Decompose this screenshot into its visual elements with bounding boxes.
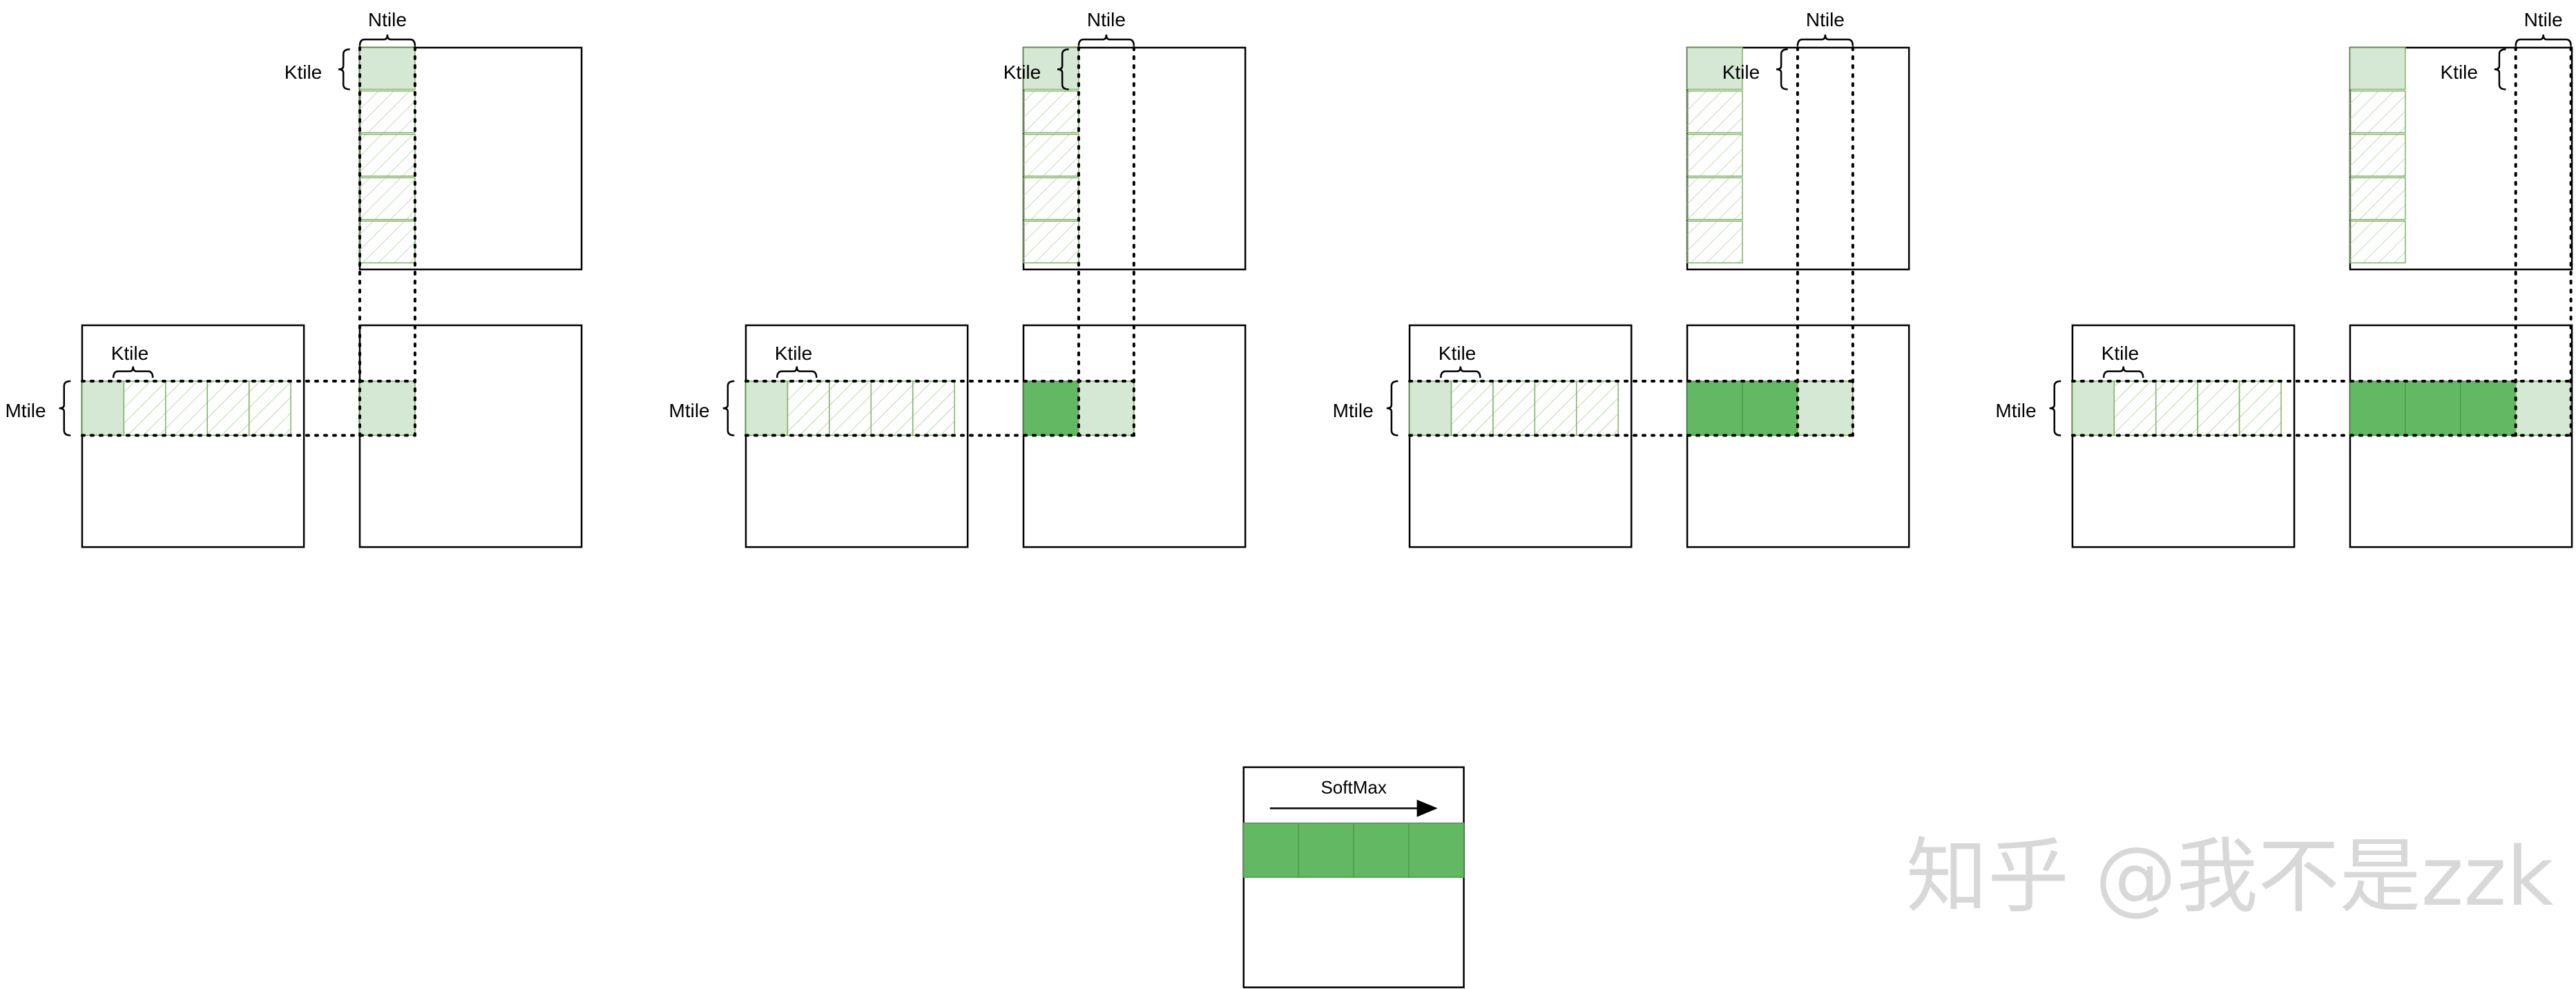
softmax-row-tile: [1243, 822, 1300, 878]
q-row-ktile-label: Ktile: [111, 343, 148, 364]
k-column-tile: [359, 220, 416, 264]
k-column-tile: [1686, 90, 1743, 133]
current-output-tile: [1797, 381, 1854, 436]
softmax-block: SoftMax: [1242, 766, 1465, 988]
k-column-tile: [1686, 220, 1743, 264]
softmax-row-tile: [1408, 822, 1465, 878]
watermark: 知乎 @我不是zzk: [1906, 829, 2554, 924]
k-column-ktile-label: Ktile: [2441, 61, 2478, 83]
computed-output-tile: [2349, 381, 2406, 436]
softmax-row-tile: [1298, 822, 1354, 878]
k-column-tile: [1686, 177, 1743, 220]
k-column-tile: [2349, 220, 2406, 264]
q-row-tile: [248, 381, 291, 436]
current-output-tile: [359, 381, 416, 436]
ntile-label: Ntile: [2524, 9, 2563, 30]
q-row-tile: [2072, 381, 2115, 436]
current-output-tile: [2515, 381, 2572, 436]
q-row-tile: [1450, 381, 1494, 436]
computed-output-tile: [1023, 381, 1079, 436]
ntile-label: Ntile: [368, 9, 407, 30]
k-column-ktile-brace: [338, 48, 350, 90]
q-row-tile: [1534, 381, 1577, 436]
q-row-tile: [829, 381, 872, 436]
k-column-tile: [359, 90, 416, 133]
k-column-tile: [1023, 177, 1079, 220]
q-row-ktile-label: Ktile: [2102, 343, 2139, 364]
q-row-tile: [81, 381, 125, 436]
q-row-tile: [912, 381, 955, 436]
mtile-label: Mtile: [1995, 400, 2036, 421]
k-column-tile: [2349, 90, 2406, 133]
current-output-tile: [1078, 381, 1135, 436]
computed-output-tile: [1686, 381, 1743, 436]
k-column-ktile-brace: [1776, 48, 1788, 90]
ntile-brace: [1796, 34, 1854, 46]
mtile-label: Mtile: [1333, 400, 1374, 421]
q-row-tile: [2113, 381, 2157, 436]
ntile-brace: [1077, 34, 1135, 46]
softmax-row-tile: [1353, 822, 1410, 878]
output-matrix-block: [358, 324, 583, 548]
k-column-tile: [1686, 47, 1743, 90]
k-column-tile: [1023, 133, 1079, 177]
computed-output-tile: [2405, 381, 2461, 436]
k-column-tile: [1023, 90, 1079, 133]
q-row-tile: [2238, 381, 2282, 436]
computed-output-tile: [2460, 381, 2517, 436]
q-row-tile: [206, 381, 250, 436]
k-column-tile: [1023, 220, 1079, 264]
k-column-ktile-label: Ktile: [1722, 61, 1760, 83]
k-column-tile: [359, 177, 416, 220]
q-row-tile: [787, 381, 830, 436]
ntile-label: Ntile: [1806, 9, 1845, 30]
ntile-brace: [2515, 34, 2572, 46]
k-column-tile: [2349, 133, 2406, 177]
ntile-label: Ntile: [1087, 9, 1126, 30]
q-row-tile: [1575, 381, 1619, 436]
k-column-tile: [1686, 133, 1743, 177]
q-row-tile: [745, 381, 789, 436]
q-row-ktile-label: Ktile: [775, 343, 812, 364]
k-column-tile: [359, 47, 416, 90]
q-row-ktile-label: Ktile: [1439, 343, 1476, 364]
mtile-label: Mtile: [669, 400, 710, 421]
q-row-tile: [165, 381, 208, 436]
k-column-tile: [2349, 177, 2406, 220]
computed-output-tile: [1742, 381, 1798, 436]
mtile-brace: [59, 380, 71, 436]
mtile-brace: [1386, 380, 1398, 436]
q-row-tile: [123, 381, 166, 436]
mtile-label: Mtile: [5, 400, 46, 421]
q-row-tile: [2155, 381, 2198, 436]
k-column-tile: [2349, 47, 2406, 90]
q-row-tile: [2197, 381, 2240, 436]
softmax-label: SoftMax: [1320, 777, 1386, 798]
mtile-brace: [2049, 380, 2061, 436]
q-row-tile: [870, 381, 914, 436]
k-column-ktile-label: Ktile: [1003, 61, 1041, 83]
k-column-ktile-label: Ktile: [285, 61, 322, 83]
q-row-tile: [1409, 381, 1452, 436]
ntile-brace: [358, 34, 416, 46]
mtile-brace: [722, 380, 735, 436]
k-column-tile: [359, 133, 416, 177]
q-row-tile: [1492, 381, 1536, 436]
